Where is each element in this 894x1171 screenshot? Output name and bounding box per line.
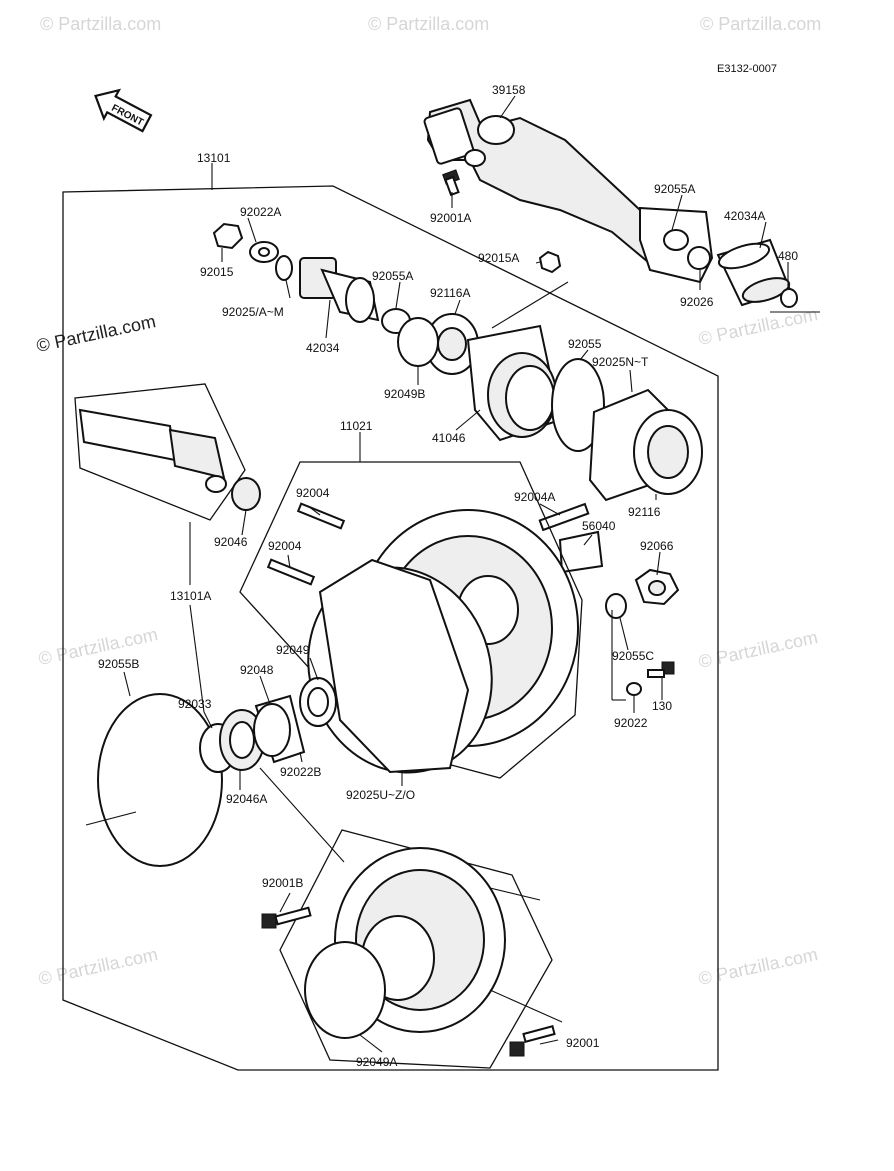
bearing-92116	[633, 409, 703, 495]
label-92049b: 92049B	[384, 387, 425, 401]
plug-92066	[634, 568, 680, 606]
label-92015a: 92015A	[478, 251, 519, 265]
label-92004-lower: 92004	[268, 539, 302, 553]
label-42034a: 42034A	[724, 209, 765, 223]
label-39158: 39158	[492, 83, 526, 97]
label-92022: 92022	[614, 716, 648, 730]
label-92046: 92046	[214, 535, 248, 549]
cover-inset-box	[279, 829, 553, 1069]
label-92004a: 92004A	[514, 490, 555, 504]
label-92022a: 92022A	[240, 205, 281, 219]
oring-92055c	[605, 593, 627, 619]
seal-92049a	[304, 941, 386, 1039]
watermark: © Partzilla.com	[697, 944, 820, 989]
label-56040: 56040	[582, 519, 616, 533]
label-92001a: 92001A	[430, 211, 471, 225]
watermark: © Partzilla.com	[368, 14, 489, 34]
pinion-inset-box	[74, 383, 246, 521]
bolt-92001b	[261, 906, 312, 929]
watermark: © Partzilla.com	[697, 627, 820, 672]
stud-92004	[296, 502, 346, 530]
label-92001: 92001	[566, 1036, 600, 1050]
watermark: © Partzilla.com	[37, 944, 160, 989]
oring-92055b	[97, 693, 223, 867]
label-92116: 92116	[628, 505, 661, 519]
watermark-main: © Partzilla.com	[35, 311, 158, 356]
label-92046a: 92046A	[226, 792, 267, 806]
label-92025-a-m: 92025/A~M	[222, 305, 284, 319]
bearing-92046a	[219, 709, 265, 771]
gear-42034	[299, 257, 380, 323]
front-arrow-icon: FRONT	[94, 88, 153, 133]
label-92004-upper: 92004	[296, 486, 330, 500]
label-42034: 42034	[306, 341, 340, 355]
label-41046: 41046	[432, 431, 466, 445]
watermark: © Partzilla.com	[40, 14, 161, 34]
seal-92049b	[397, 317, 439, 367]
seal-92049	[299, 677, 337, 727]
spacer-92048	[253, 694, 306, 764]
label-92033: 92033	[178, 697, 212, 711]
label-13101a: 13101A	[170, 589, 211, 603]
label-92055a-top: 92055A	[654, 182, 695, 196]
part-labels: 13101 39158 92055A 42034A 480 92001A 920…	[98, 83, 798, 1069]
label-92025-n-t: 92025N~T	[592, 355, 649, 369]
sleeve-42034a	[716, 238, 792, 307]
bolt-92001a	[442, 169, 460, 197]
label-92055c: 92055C	[612, 649, 654, 663]
label-92055: 92055	[568, 337, 602, 351]
leader-lines	[85, 95, 820, 1053]
bolt-92001	[509, 1025, 556, 1057]
label-92025-u-z-o: 92025U~Z/O	[346, 788, 415, 802]
label-13101: 13101	[197, 151, 231, 165]
label-92066: 92066	[640, 539, 674, 553]
gearcase-inset-box	[239, 461, 583, 779]
label-11021: 11021	[340, 419, 373, 433]
assembly-outline	[62, 185, 719, 1071]
label-92049a: 92049A	[356, 1055, 397, 1069]
swingarm-part	[423, 98, 714, 284]
pinion-shaft-13101a	[78, 408, 227, 493]
label-92048: 92048	[240, 663, 274, 677]
label-92049: 92049	[276, 643, 310, 657]
label-92022b: 92022B	[280, 765, 321, 779]
label-480: 480	[778, 249, 798, 263]
housing-41046	[466, 324, 562, 442]
label-92055b: 92055B	[98, 657, 139, 671]
nut-92015	[212, 222, 244, 250]
circlip-480	[780, 288, 798, 308]
label-92026: 92026	[680, 295, 714, 309]
bolt-130	[647, 661, 675, 678]
bearing-92046	[231, 477, 261, 511]
diagram-code: E3132-0007	[717, 63, 777, 75]
stud-92004a	[538, 502, 590, 532]
label-92116a: 92116A	[430, 286, 470, 300]
oring-92055	[551, 358, 605, 452]
shim-92025	[275, 255, 293, 281]
washer-92022	[626, 682, 642, 696]
watermark: © Partzilla.com	[697, 304, 820, 349]
gasket-92025uzo	[318, 558, 470, 774]
label-92055a-mid: 92055A	[372, 269, 413, 283]
label-130: 130	[652, 699, 672, 713]
stud-92004	[266, 558, 316, 586]
nut-92015a	[538, 250, 562, 274]
label-92001b: 92001B	[262, 876, 303, 890]
label-92015: 92015	[200, 265, 234, 279]
watermark: © Partzilla.com	[700, 14, 821, 34]
plate-56040	[558, 530, 604, 574]
